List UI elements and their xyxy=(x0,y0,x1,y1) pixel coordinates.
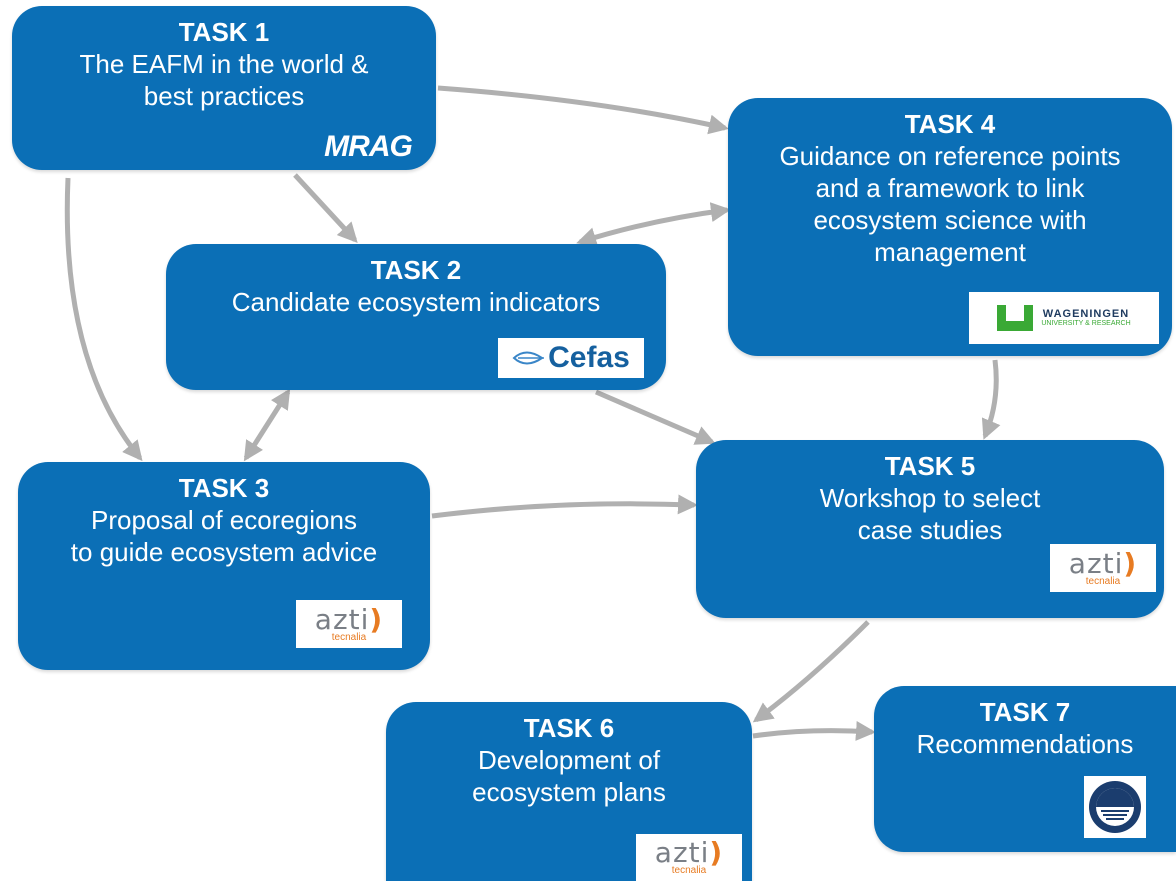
task-3-line-1: Proposal of ecoregions xyxy=(91,505,357,535)
azti-logo-text: azti xyxy=(654,836,710,869)
wageningen-sub: UNIVERSITY & RESEARCH xyxy=(1041,320,1131,328)
task-7-box: TASK 7 Recommendations xyxy=(874,686,1176,852)
task-6-box: TASK 6 Development of ecosystem plans az… xyxy=(386,702,752,881)
task-5-line-2: case studies xyxy=(857,515,1003,545)
arrow-task1-to-task4 xyxy=(437,85,729,135)
azti-tecnalia-logo: azti) tecnalia xyxy=(636,834,742,881)
azti-hook-icon: ) xyxy=(709,836,724,869)
arrow-task2-task4-bidirectional xyxy=(576,202,731,247)
task-5-box: TASK 5 Workshop to select case studies a… xyxy=(696,440,1164,618)
task-6-title: TASK 6 xyxy=(523,713,615,743)
azti-logo-sub: tecnalia xyxy=(331,631,367,643)
arrow-task1-to-task3 xyxy=(64,177,143,462)
task-6-line-2: ecosystem plans xyxy=(472,777,666,807)
task-2-line-1: Candidate ecosystem indicators xyxy=(231,287,601,317)
arrow-task3-to-task5 xyxy=(431,494,698,519)
task-2-box: TASK 2 Candidate ecosystem indicators Ce… xyxy=(166,244,666,390)
azti-tecnalia-logo: azti) tecnalia xyxy=(1050,544,1156,592)
task-3-box: TASK 3 Proposal of ecoregions to guide e… xyxy=(18,462,430,670)
mrag-logo-text: MRAG xyxy=(324,130,413,163)
arrow-task6-to-task7 xyxy=(752,720,876,741)
wageningen-logo: WAGENINGEN UNIVERSITY & RESEARCH xyxy=(969,292,1159,344)
wageningen-name: WAGENINGEN xyxy=(1042,308,1130,321)
task-5-title: TASK 5 xyxy=(884,451,976,481)
task-2-title: TASK 2 xyxy=(370,255,462,285)
task-5-line-1: Workshop to select xyxy=(819,483,1041,513)
arrow-task1-to-task2 xyxy=(293,173,358,243)
wageningen-mark-icon xyxy=(997,305,1034,331)
azti-logo-sub: tecnalia xyxy=(671,865,707,876)
ieo-seal-logo xyxy=(1084,776,1146,838)
task-1-box: TASK 1 The EAFM in the world & best prac… xyxy=(12,6,436,170)
task-1-line-2: best practices xyxy=(143,81,305,111)
cefas-fish-icon xyxy=(512,351,545,365)
task-4-line-4: management xyxy=(874,237,1026,267)
arrow-task2-to-task5 xyxy=(595,389,716,445)
task-4-line-1: Guidance on reference points xyxy=(779,141,1121,171)
arrow-task2-task3-bidirectional xyxy=(243,388,291,462)
azti-hook-icon: ) xyxy=(369,602,384,636)
task-6-line-1: Development of xyxy=(477,745,661,775)
task-3-title: TASK 3 xyxy=(178,473,270,503)
ieo-seal-icon xyxy=(1089,781,1141,833)
cefas-logo-text: Cefas xyxy=(548,341,630,374)
task-4-title: TASK 4 xyxy=(904,109,996,139)
mrag-logo: MRAG xyxy=(312,130,424,164)
task-1-line-1: The EAFM in the world & xyxy=(79,49,369,79)
task-7-title: TASK 7 xyxy=(979,697,1071,727)
azti-logo-text: azti xyxy=(1068,546,1124,580)
task-7-line-1: Recommendations xyxy=(916,729,1134,759)
arrow-task5-to-task6 xyxy=(752,620,870,723)
task-4-box: TASK 4 Guidance on reference points and … xyxy=(728,98,1172,356)
task-1-title: TASK 1 xyxy=(178,17,270,47)
task-4-line-3: ecosystem science with xyxy=(813,205,1087,235)
task-4-line-2: and a framework to link xyxy=(815,173,1085,203)
azti-logo-sub: tecnalia xyxy=(1085,575,1121,587)
cefas-logo: Cefas xyxy=(498,338,644,378)
azti-hook-icon: ) xyxy=(1123,546,1138,580)
task-3-line-2: to guide ecosystem advice xyxy=(70,537,378,567)
azti-tecnalia-logo: azti) tecnalia xyxy=(296,600,402,648)
arrow-task4-to-task5 xyxy=(981,359,1001,440)
azti-logo-text: azti xyxy=(314,602,370,636)
